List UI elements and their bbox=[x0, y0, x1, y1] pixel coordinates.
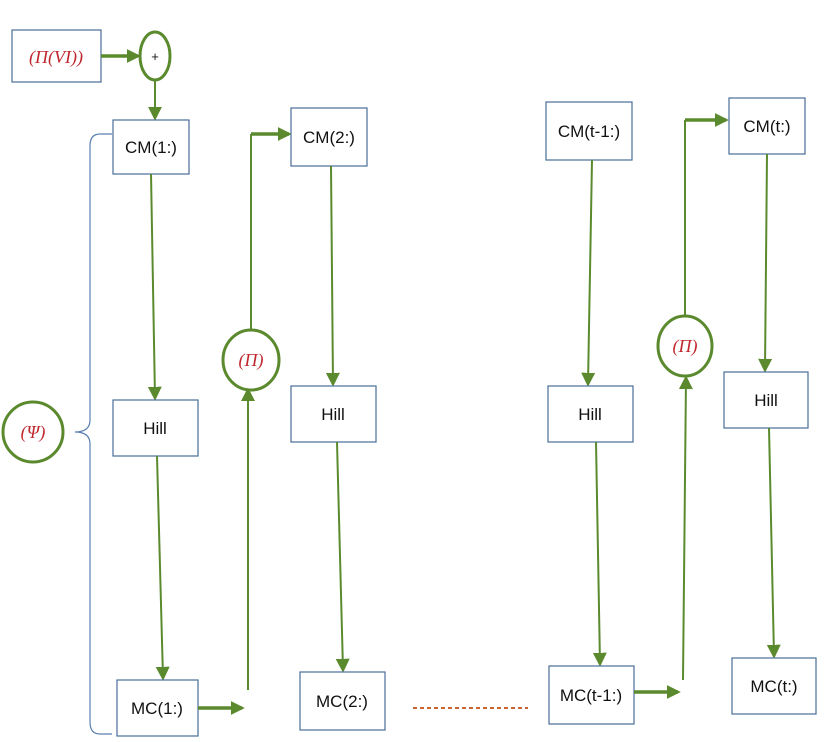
cm-to-hill-arrow bbox=[581, 159, 596, 387]
adder-label: + bbox=[151, 49, 159, 64]
hill-to-mc-arrow bbox=[592, 441, 607, 667]
pi-node-2: (Π) bbox=[656, 314, 714, 378]
hill-to-mc-arrow bbox=[155, 455, 170, 681]
cm-node-label: CM(2:) bbox=[303, 128, 355, 147]
pi-label-2: (Π) bbox=[673, 336, 698, 357]
column-1: CM(1:) Hill MC(1:) bbox=[112, 119, 199, 737]
mc-node-label: MC(t-1:) bbox=[560, 686, 622, 705]
cm-to-hill-arrow bbox=[147, 173, 162, 401]
psi-label: (Ψ) bbox=[21, 422, 46, 443]
mc-node-label: MC(1:) bbox=[131, 699, 183, 718]
hill-to-mc-arrow bbox=[766, 427, 781, 659]
adder-node: + bbox=[138, 30, 172, 82]
hill-node-label: Hill bbox=[754, 391, 778, 410]
cm-node-label: CM(1:) bbox=[125, 138, 177, 157]
mc-node-label: MC(t:) bbox=[750, 677, 797, 696]
cm-to-hill-arrow bbox=[758, 153, 773, 373]
pi-node-1: (Π) bbox=[221, 328, 281, 392]
cm-to-hill-arrow bbox=[325, 165, 340, 387]
psi-node: (Ψ) bbox=[1, 400, 65, 464]
hill-node-label: Hill bbox=[321, 405, 345, 424]
mc-node-label: MC(2:) bbox=[316, 692, 368, 711]
hill-to-mc-arrow bbox=[335, 441, 350, 673]
column1-brace bbox=[74, 133, 112, 735]
column-t-minus-1: CM(t-1:) Hill MC(t-1:) bbox=[545, 101, 635, 725]
cm-node-label: CM(t-1:) bbox=[558, 122, 620, 141]
hill-node-label: Hill bbox=[143, 419, 167, 438]
input-label: (Π(VI)) bbox=[29, 47, 83, 68]
hill-node-label: Hill bbox=[578, 405, 602, 424]
column-2: CM(2:) Hill MC(2:) bbox=[290, 107, 386, 731]
pi-label-1: (Π) bbox=[239, 350, 264, 371]
cm-node-label: CM(t:) bbox=[743, 117, 790, 136]
input-node: (Π(VI)) bbox=[11, 29, 102, 83]
column-t: CM(t:) Hill MC(t:) bbox=[723, 97, 817, 715]
pi2-up-line bbox=[678, 375, 693, 681]
